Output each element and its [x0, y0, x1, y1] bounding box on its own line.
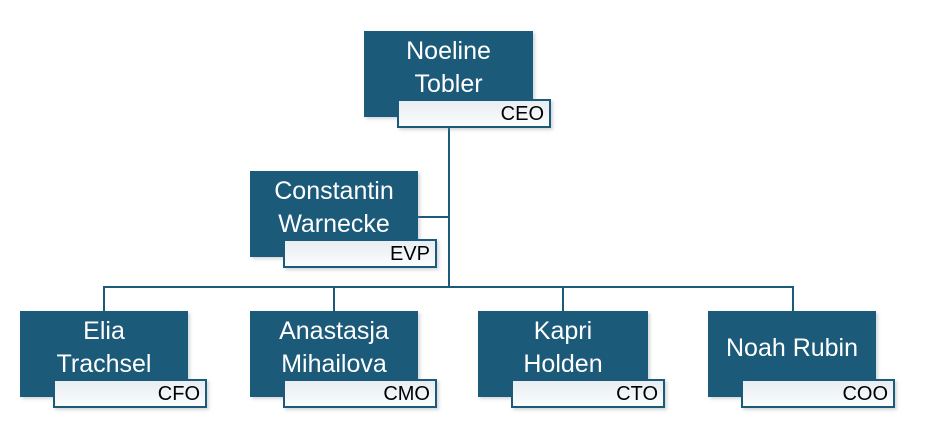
org-node-box: Elia Trachsel — [20, 311, 188, 397]
connector-drop-cmo — [333, 287, 335, 312]
connector-evp-branch — [418, 216, 449, 218]
connector-drop-cfo — [103, 287, 105, 312]
person-name: Anastasja Mihailova — [279, 317, 389, 378]
role-title: COO — [842, 382, 888, 405]
role-tag: CMO — [283, 379, 437, 408]
role-title: CTO — [616, 382, 658, 405]
connector-drop-coo — [792, 287, 794, 312]
person-name: Noah Rubin — [725, 333, 859, 362]
role-title: CMO — [383, 382, 430, 405]
role-tag: COO — [741, 379, 895, 408]
org-node-cfo[interactable]: Elia Trachsel CFO — [20, 311, 207, 419]
role-title: CEO — [500, 102, 544, 125]
role-title: EVP — [389, 242, 430, 265]
person-name: Constantin Warnecke — [274, 177, 394, 238]
org-node-cmo[interactable]: Anastasja Mihailova CMO — [250, 311, 437, 419]
person-name: Noeline Tobler — [406, 37, 491, 98]
role-title: CFO — [157, 382, 200, 405]
role-tag: EVP — [283, 239, 437, 268]
org-node-coo[interactable]: Noah Rubin COO — [708, 311, 895, 419]
org-node-cto[interactable]: Kapri Holden CTO — [478, 311, 665, 419]
person-name: Kapri Holden — [523, 317, 603, 378]
connector-drop-cto — [562, 287, 564, 312]
role-tag: CEO — [397, 99, 551, 128]
org-node-ceo[interactable]: Noeline Tobler CEO — [364, 31, 551, 139]
org-node-evp[interactable]: Constantin Warnecke EVP — [250, 171, 437, 279]
role-tag: CFO — [53, 379, 207, 408]
connector-ceo-vertical — [448, 117, 450, 288]
connector-bottom-bus — [103, 286, 794, 288]
person-name: Elia Trachsel — [56, 317, 152, 378]
role-tag: CTO — [511, 379, 665, 408]
